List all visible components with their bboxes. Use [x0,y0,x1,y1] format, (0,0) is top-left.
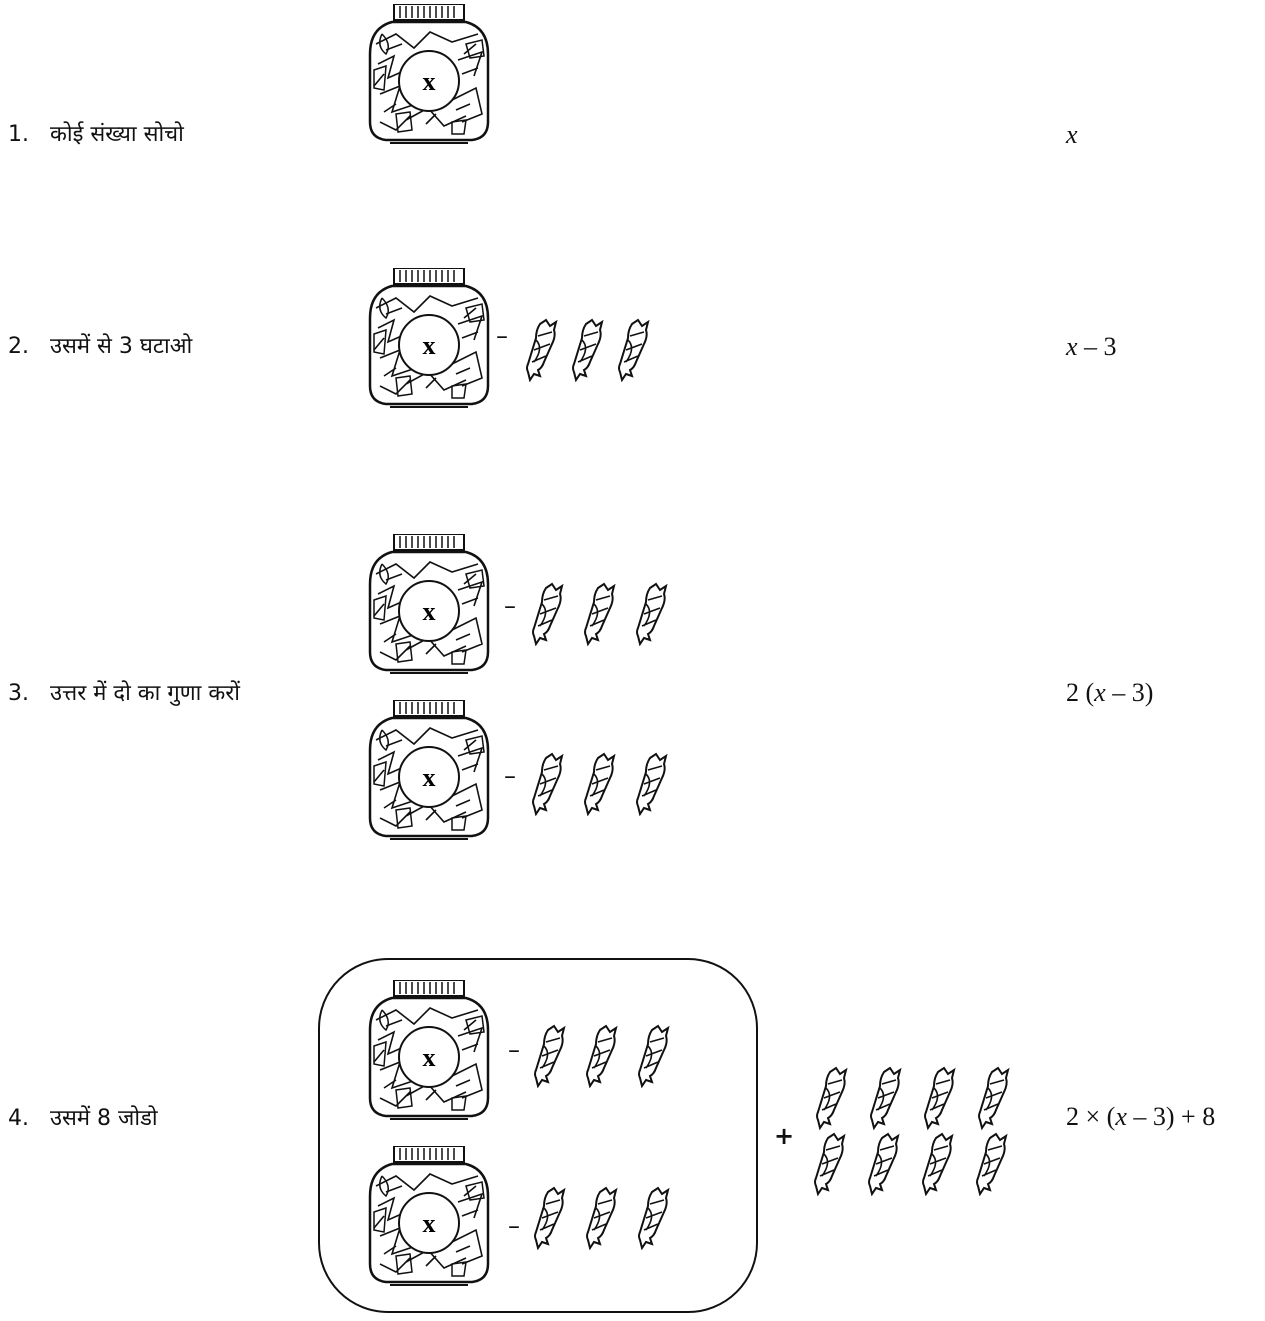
candy-icon [869,1134,898,1194]
candy-icon [637,584,666,644]
jar-label: x [423,597,436,626]
jar-label: x [423,1043,436,1072]
candy-group-3 [528,582,688,650]
candy-icon [923,1134,952,1194]
candy-icon [979,1068,1008,1128]
candy-jar-icon: x [366,268,492,417]
candy-icon [639,1026,668,1086]
step-4-instruction: 4. उसमें 8 जोडो [8,1102,158,1132]
candy-group-3 [522,318,672,386]
candy-jar-icon: x [366,1146,492,1295]
jar-label: x [423,331,436,360]
candy-group-3 [530,1186,690,1254]
minus-sign: – [504,592,516,620]
step-2-number: 2. [8,334,29,359]
candy-icon [533,584,562,644]
step-2-text: उसमें से 3 घटाओ [50,334,192,359]
minus-sign: – [504,762,516,790]
candy-icon [871,1068,900,1128]
candy-icon [639,1188,668,1248]
candy-jar-icon: x [366,534,492,683]
candy-icon [527,320,556,380]
candy-icon [587,1026,616,1086]
step-2-expression: x – 3 [1066,332,1117,362]
step-3-expression: 2 (x – 3) [1066,678,1153,708]
candy-icon [585,754,614,814]
step-1-number: 1. [8,122,29,147]
minus-sign: – [508,1036,520,1064]
candy-icon [815,1134,844,1194]
minus-sign: – [496,322,508,350]
candy-icon [585,584,614,644]
minus-sign: – [508,1212,520,1240]
candy-group-3 [528,752,688,820]
candy-jar-icon: x [366,4,492,153]
step-4-expression: 2 × (x – 3) + 8 [1066,1102,1215,1132]
jar-label: x [423,67,436,96]
candy-group-8 [812,1066,1042,1200]
step-1-text: कोई संख्या सोचो [50,122,184,147]
candy-icon [817,1068,846,1128]
step-2-instruction: 2. उसमें से 3 घटाओ [8,330,192,360]
candy-jar-icon: x [366,980,492,1129]
step-4-number: 4. [8,1106,29,1131]
candy-jar-icon: x [366,700,492,849]
candy-icon [977,1134,1006,1194]
candy-icon [619,320,648,380]
step-3-instruction: 3. उत्तर में दो का गुणा करों [8,677,240,707]
step-4-text: उसमें 8 जोडो [50,1106,158,1131]
candy-icon [535,1188,564,1248]
candy-icon [925,1068,954,1128]
step-1-expression: x [1066,120,1078,150]
candy-group-3 [530,1024,690,1092]
jar-label: x [423,763,436,792]
candy-icon [535,1026,564,1086]
step-3-number: 3. [8,681,29,706]
candy-icon [533,754,562,814]
plus-sign: + [774,1122,794,1150]
candy-icon [637,754,666,814]
candy-icon [573,320,602,380]
step-3-text: उत्तर में दो का गुणा करों [50,681,240,706]
jar-label: x [423,1209,436,1238]
step-1-instruction: 1. कोई संख्या सोचो [8,118,184,148]
candy-icon [587,1188,616,1248]
